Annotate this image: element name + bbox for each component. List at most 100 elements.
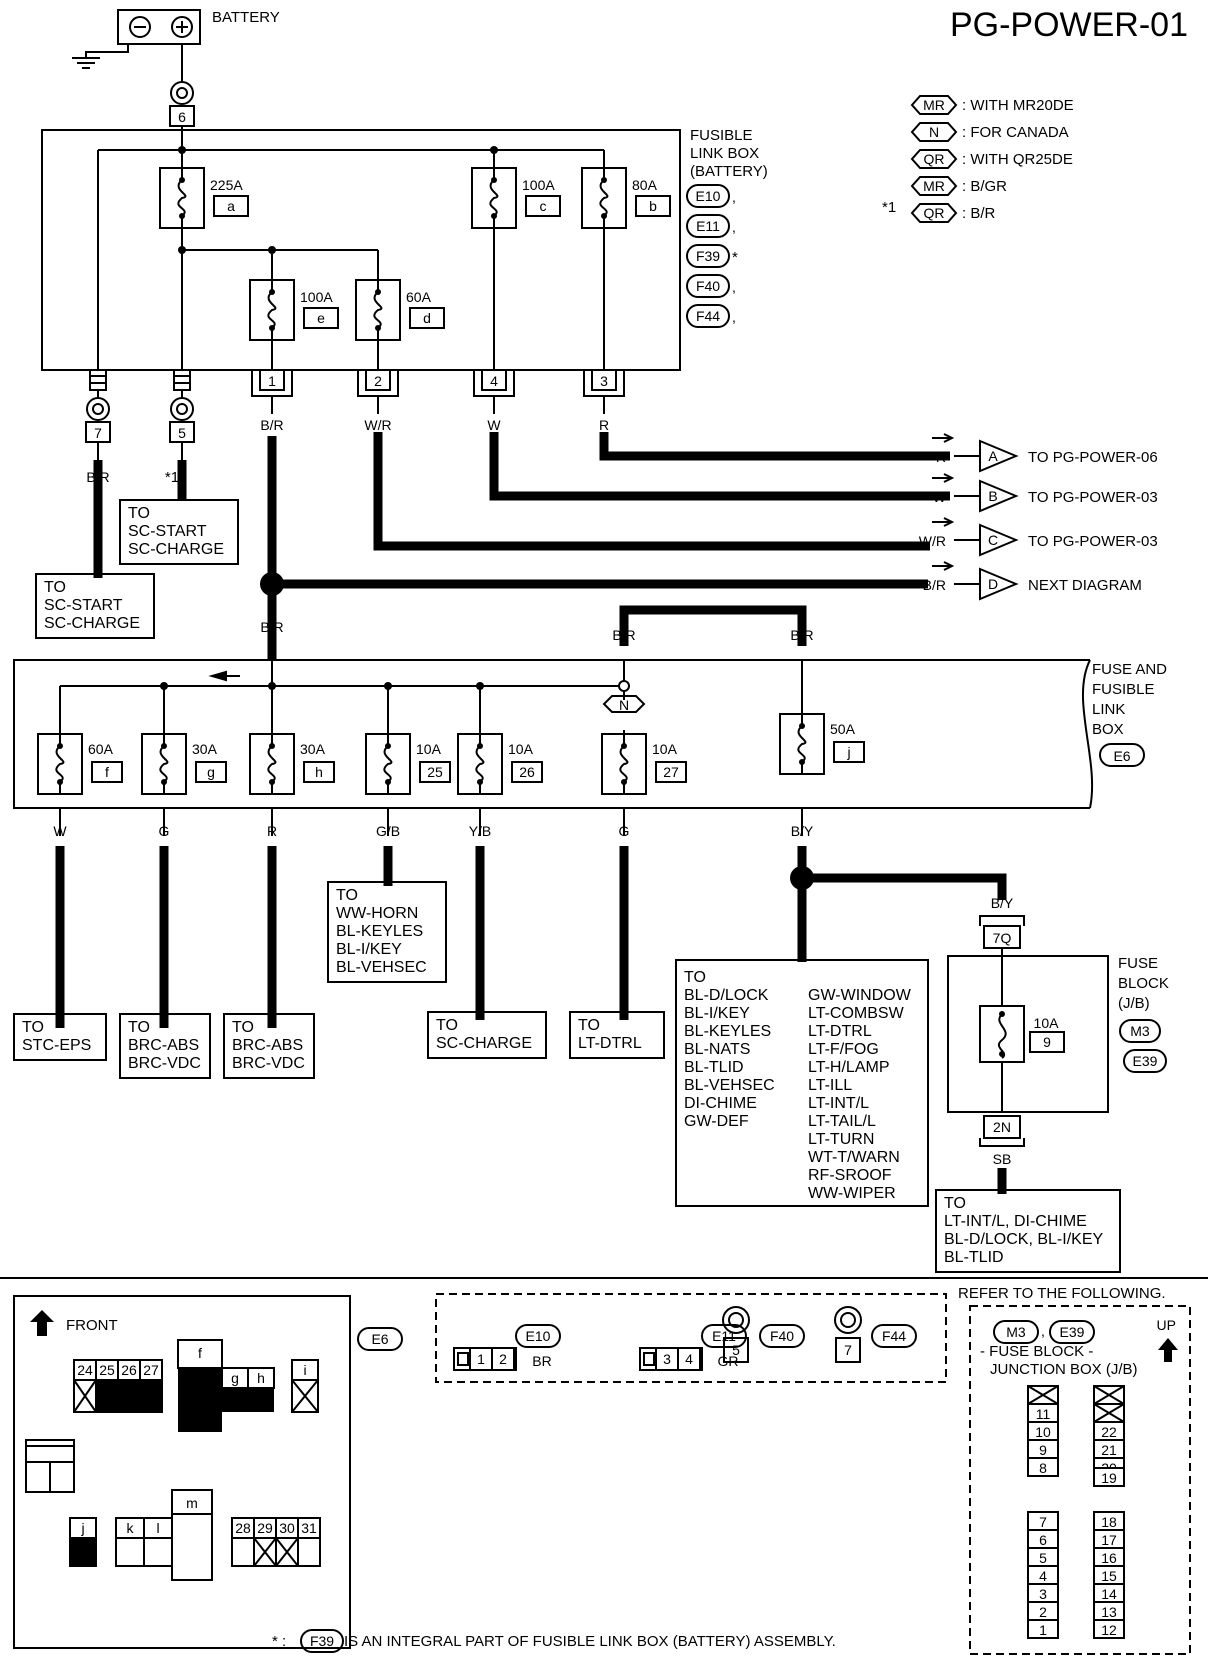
to-box-sc-5-line-0: TO [128, 505, 150, 522]
e6-fuse-amp-27: 10A [652, 741, 678, 757]
flb-fuse-amp-d: 60A [406, 289, 432, 305]
jb-slot-1 [1027, 1619, 1059, 1639]
to-box-multi-right-9: WT-T/WARN [808, 1149, 900, 1166]
to-box-sc-7 [35, 573, 155, 639]
to-box-multi-right-6: LT-INT/L [808, 1095, 869, 1112]
output-text-d: NEXT DIAGRAM [1028, 577, 1142, 594]
jb-slot-2-label: 2 [1039, 1604, 1047, 1620]
conn-e11-pin-3: 3 [663, 1351, 671, 1367]
jb-conn-m3: M3 [1130, 1023, 1150, 1039]
flb-fuse-id-a: a [227, 198, 235, 214]
conn-f44: F44 [882, 1328, 906, 1344]
jb-slot-15-label: 15 [1101, 1568, 1117, 1584]
footnote-prefix: * : [272, 1633, 286, 1650]
page-title: PG-POWER-01 [950, 6, 1188, 44]
e6-fuse-id-25: 25 [427, 764, 443, 780]
flb-fuse-idbox-a [213, 195, 249, 217]
flb-conn-f40: F40 [696, 278, 720, 294]
jb-slot-22-label: 22 [1101, 1424, 1117, 1440]
to-box-ww-horn-line-3: BL-I/KEY [336, 941, 402, 958]
to-box-lt-dtrl-line-1: LT-DTRL [578, 1035, 642, 1052]
conn-f44-frame [871, 1324, 917, 1348]
jb-label-1: FUSE [1118, 955, 1158, 972]
output-letter-b: B [988, 488, 997, 504]
jb-slot-17-label: 17 [1101, 1532, 1117, 1548]
e6-cell-25-27-slot [95, 1379, 163, 1413]
jb-slot-19-label: 19 [1101, 1470, 1117, 1486]
output-letter-c: C [988, 532, 998, 548]
to-box-multi-left-0: TO [684, 969, 706, 986]
flb-fuse-idbox-c [525, 195, 561, 217]
e6-cell-f-label: f [198, 1345, 202, 1361]
jb-slot-7-label: 7 [1039, 1514, 1047, 1530]
jb-slot-9-label: 9 [1039, 1442, 1047, 1458]
to-box-multi-left-4: BL-NATS [684, 1041, 750, 1058]
to-box-multi-left-6: BL-VEHSEC [684, 1077, 775, 1094]
battery-symbol [72, 9, 201, 82]
to-box-jb-line-0: TO [944, 1195, 966, 1212]
flb-conn-f40-frame [686, 274, 730, 298]
conn-e10-pin-2: 2 [499, 1351, 507, 1367]
legend-tag-4-frame [910, 203, 958, 223]
e6-fuse-idbox-g [195, 761, 227, 783]
conn-f40-pin: 5 [732, 1342, 740, 1358]
e6-cell-28-slot [231, 1537, 255, 1567]
e6-cell-25-label: 25 [99, 1362, 115, 1378]
e6-fuse-idbox-26 [511, 761, 543, 783]
footnote-conn-f39: F39 [310, 1633, 334, 1649]
legend-text-2: : WITH QR25DE [962, 151, 1073, 168]
to-box-sc-5-line-2: SC-CHARGE [128, 541, 224, 558]
to-box-multi-right-5: LT-ILL [808, 1077, 852, 1094]
to-box-ww-horn-line-4: BL-VEHSEC [336, 959, 427, 976]
output-wire-c: W/R [919, 533, 946, 549]
flb-terminal-4: 4 [490, 373, 498, 389]
output-text-b: TO PG-POWER-03 [1028, 489, 1158, 506]
jb-slot-13-label: 13 [1101, 1604, 1117, 1620]
flb-conn-sep-3: , [732, 279, 736, 295]
to-box-stc-eps-line-1: STC-EPS [22, 1037, 91, 1054]
to-box-brc-abs-2-line-2: BRC-VDC [232, 1055, 305, 1072]
battery-label: BATTERY [212, 9, 280, 26]
jb-slot-18-label: 18 [1101, 1514, 1117, 1530]
to-box-multi-right-10: RF-SROOF [808, 1167, 892, 1184]
output-text-c: TO PG-POWER-03 [1028, 533, 1158, 550]
to-box-multi-right-7: LT-TAIL/L [808, 1113, 876, 1130]
e6-fuse-25 [365, 733, 411, 795]
wire-3-label: R [599, 417, 609, 433]
flb-conn-f39-frame [686, 244, 730, 268]
e6-fuse-27 [601, 733, 647, 795]
e6-label-1: FUSE AND [1092, 661, 1167, 678]
e6-label-3: LINK [1092, 701, 1125, 718]
jb-label-2: BLOCK [1118, 975, 1169, 992]
to-box-multi-right-0: GW-WINDOW [808, 987, 912, 1004]
to-box-brc-abs-1-line-1: BRC-ABS [128, 1037, 199, 1054]
flb-fuse-c [471, 167, 517, 229]
jb-slot-19 [1093, 1467, 1125, 1487]
refer-conn-e39-frame [1049, 1320, 1095, 1344]
output-wire-b: W [933, 489, 947, 505]
jb-fuse-id: 9 [1043, 1034, 1051, 1050]
to-box-sc-charge-line-0: TO [436, 1017, 458, 1034]
terminal-6 [169, 81, 195, 150]
output-flag-a [979, 439, 1019, 473]
to-box-sc-7-line-0: TO [44, 579, 66, 596]
e6-cell-27-label: 27 [143, 1362, 159, 1378]
e6-cell-m-label: m [186, 1495, 198, 1511]
jb-connector-out [979, 1115, 1025, 1147]
legend-tag-4: QR [924, 205, 945, 221]
flb-terminal-5: 5 [178, 425, 186, 441]
to-box-multi-right-1: LT-COMBSW [808, 1005, 905, 1022]
flb-fuse-id-e: e [317, 310, 325, 326]
to-box-multi-right-8: LT-TURN [808, 1131, 874, 1148]
fuse-block-jb [947, 955, 1109, 1113]
e6-fuse-amp-g: 30A [192, 741, 218, 757]
legend-note-mark: *1 [882, 199, 896, 216]
canada-tag-n [602, 695, 646, 713]
e6-cell-24-label: 24 [77, 1362, 93, 1378]
e6-fuse-j [779, 713, 825, 775]
conn-f44-pin: 7 [844, 1342, 852, 1358]
to-box-multi-right-2: LT-DTRL [808, 1023, 872, 1040]
flb-fuse-id-d: d [423, 310, 431, 326]
flb-fuse-amp-e: 100A [300, 289, 333, 305]
